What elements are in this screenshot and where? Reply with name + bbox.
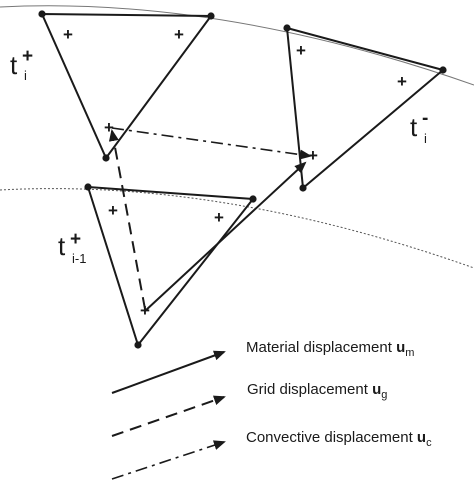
node-marker: + <box>108 201 118 220</box>
label-subscript: i <box>424 131 427 146</box>
node-marker: + <box>397 72 407 91</box>
grid-displacement-vector <box>108 129 146 310</box>
label-superscript: + <box>22 46 33 67</box>
legend-grid-text: Grid displacement ug <box>247 381 387 401</box>
node-marker: + <box>104 118 114 137</box>
node-marker: + <box>296 41 306 60</box>
legend-material-subscript: m <box>405 347 414 359</box>
node-marker: + <box>214 208 224 227</box>
label-t-i-minus: t - i <box>410 108 428 146</box>
legend-solid-line <box>111 350 226 394</box>
legend-convective-symbol: u <box>417 429 426 446</box>
legend-convective-text: Convective displacement uc <box>246 429 432 449</box>
label-subscript: i-1 <box>72 251 86 266</box>
label-superscript: - <box>422 108 428 129</box>
label-base: t <box>58 231 66 261</box>
material-displacement-vector <box>144 161 307 312</box>
upper-boundary-curve <box>0 5 474 86</box>
triangle-t-i-1-plus: + + + <box>84 183 257 349</box>
legend-grid-symbol: u <box>372 381 381 398</box>
label-t-i-plus: t + i <box>10 46 33 83</box>
triangle-t-i-plus: + + + <box>38 10 215 162</box>
label-subscript: i <box>24 68 27 83</box>
legend-material-symbol: u <box>396 339 405 356</box>
node-marker: + <box>63 25 73 44</box>
legend-material-label: Material displacement <box>246 339 396 356</box>
legend-dashdot-line <box>111 440 226 480</box>
legend-convective-label: Convective displacement <box>246 429 417 446</box>
legend-grid-label: Grid displacement <box>247 381 372 398</box>
legend-material-text: Material displacement um <box>246 339 414 359</box>
convective-displacement-vector <box>111 127 312 160</box>
label-superscript: + <box>70 229 81 250</box>
label-base: t <box>10 50 18 80</box>
triangle-t-i-minus: + + + <box>283 24 447 192</box>
legend-grid-subscript: g <box>381 389 387 401</box>
node-marker: + <box>308 146 318 165</box>
legend-convective-subscript: c <box>426 437 432 449</box>
node-marker: + <box>174 25 184 44</box>
lower-boundary-curve <box>0 188 474 269</box>
label-t-i-1-plus: t + i-1 <box>58 229 86 266</box>
label-base: t <box>410 112 418 142</box>
legend-dashed-line <box>111 395 226 437</box>
